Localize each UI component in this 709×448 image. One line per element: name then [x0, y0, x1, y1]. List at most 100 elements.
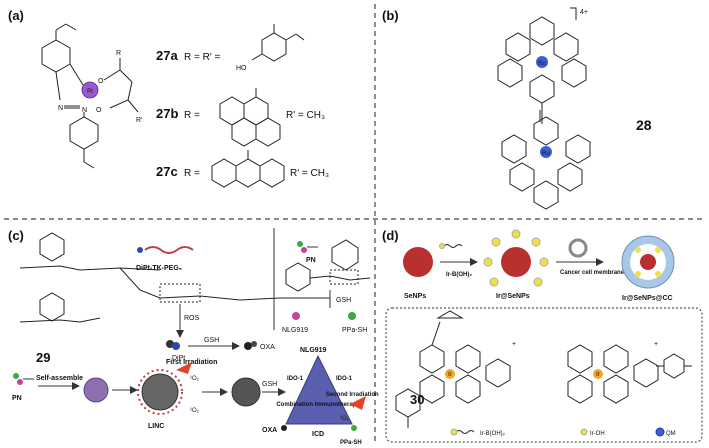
ir-metal-1	[445, 369, 455, 379]
ru-label-top: Ru	[538, 61, 546, 67]
dipt-label: DiPt	[172, 355, 185, 362]
compound-27c: 27c	[156, 164, 178, 179]
ru-metal-bottom	[540, 146, 552, 158]
ppa-sh-label-2: PPa-SH	[340, 440, 362, 446]
anthracene-group	[211, 150, 285, 188]
ido1-left: IDO-1	[287, 376, 304, 382]
oxa-label-1: OXA	[260, 344, 275, 351]
compound-28: 28	[636, 117, 652, 133]
gsh-label-3: GSH	[262, 381, 277, 388]
ros-label: ROS	[184, 315, 200, 322]
triangle-top-nlg919: NLG919	[300, 347, 327, 354]
oxa-sphere-1	[244, 342, 252, 350]
vinylphenol-ring	[261, 32, 287, 62]
phenyl-ring-top	[41, 39, 71, 73]
pn-sphere-pink	[301, 247, 307, 253]
panel-c: (c) DiPt-TK-PEG₅ ROS DiPt GSH OXA 29	[8, 228, 379, 446]
pn-bottom-label: PN	[12, 395, 22, 402]
ru-label-bottom: Ru	[542, 151, 550, 157]
ir-label-1: Ir	[448, 372, 452, 378]
r-text-27a: R = R' =	[184, 52, 221, 63]
o-bot-atom: O	[96, 107, 102, 114]
pn-sphere-green	[297, 241, 303, 247]
compound-30: 30	[410, 392, 424, 407]
r-text-27b: R =	[184, 110, 200, 121]
nlg919-sphere	[292, 312, 300, 320]
n1-atom: N	[58, 105, 63, 112]
first-irradiation-arrow	[176, 362, 192, 374]
qm-ring	[663, 353, 685, 379]
r-text-27c: R =	[184, 168, 200, 179]
panel-b-label: (b)	[382, 8, 399, 23]
pt-label: Pt	[87, 89, 93, 95]
rp-atom: R'	[136, 117, 142, 124]
singlet-oxygen-a: ¹O₂	[190, 376, 200, 382]
ir-senps-cc-particle	[621, 235, 675, 289]
ir-metal-2	[593, 369, 603, 379]
oxa-label-2: OXA	[262, 427, 277, 434]
linc-particle	[141, 373, 179, 411]
gsh-label-2: GSH	[336, 297, 351, 304]
immunotherapy-triangle	[285, 354, 353, 425]
ido1-right: IDO-1	[336, 376, 353, 382]
panel-c-label: (c)	[8, 228, 24, 243]
singlet-oxygen-c: ¹O₂	[340, 416, 350, 422]
nlg919-label: NLG919	[282, 327, 308, 334]
charge-2: +	[654, 341, 658, 348]
r2-text-27b: R' = CH₃	[286, 110, 325, 121]
pn-top-label: PN	[306, 257, 316, 264]
o-top-atom: O	[98, 78, 104, 85]
ir-senps-cc-label: Ir@SeNPs@CC	[622, 295, 673, 302]
senps-label: SeNPs	[404, 293, 426, 300]
n2-atom: N	[82, 107, 87, 114]
legend-qm: QM	[666, 431, 676, 437]
icd-label: ICD	[312, 431, 324, 438]
gsh-label-1: GSH	[204, 337, 219, 344]
pt-metal-center	[81, 81, 99, 99]
dipt-sphere-b	[172, 342, 180, 350]
legend-ir-oh: Ir-OH	[590, 431, 605, 437]
ir-senps-particle	[483, 229, 549, 287]
peg-polymer-line	[144, 246, 194, 254]
pyrene-group	[219, 88, 281, 147]
ir-senps-label: Ir@SeNPs	[496, 293, 530, 300]
panel-d: (d) SeNPs Ir-B(OH)₂ Ir@SeNPs Cancer cell…	[382, 228, 703, 443]
phenyl-ring-bottom	[69, 116, 99, 150]
panel-a: (a) Pt N N O O R R' 27a R = R' =	[8, 8, 329, 188]
ho-label: HO	[236, 65, 247, 72]
nanoparticle-2	[231, 377, 261, 407]
panel-b: (b) 4+ Ru Ru 28	[382, 7, 652, 210]
ru-metal-top	[536, 56, 548, 68]
self-assemble-label: Self-assemble	[36, 375, 83, 382]
linc-label: LINC	[148, 423, 164, 430]
second-irradiation-label: Second Irradiation	[326, 392, 379, 398]
compound-27b: 27b	[156, 106, 178, 121]
r-atom: R	[116, 50, 121, 57]
acac-ligand	[103, 69, 133, 109]
compound-29: 29	[36, 350, 50, 365]
cancer-label: Cancer cell membrane	[560, 270, 625, 276]
legend-ir-boh: Ir-B(OH)₂	[480, 431, 506, 437]
singlet-oxygen-b: ¹O₂	[190, 408, 200, 414]
membrane-icon	[568, 238, 588, 258]
ppa-sh-label: PPa-SH	[342, 327, 367, 334]
r2-text-27c: R' = CH₃	[290, 168, 329, 179]
peg-head	[137, 247, 143, 253]
dipt-tk-peg-structure	[19, 232, 330, 323]
compound-27a: 27a	[156, 48, 178, 63]
ppa-sh-sphere	[348, 312, 356, 320]
panel-d-label: (d)	[382, 228, 399, 243]
combination-label: Combination Immunotherapy	[276, 402, 360, 408]
charge-28: 4+	[580, 9, 588, 16]
senps-sphere	[403, 247, 433, 277]
nlg-ppa-structure	[285, 239, 371, 292]
ir-boh-label: Ir-B(OH)₂	[446, 272, 472, 278]
charge-1: +	[512, 341, 516, 348]
nanoparticle-1	[83, 377, 109, 403]
panel-a-label: (a)	[8, 8, 24, 23]
ir-label-2: Ir	[596, 372, 600, 378]
peg-label: DiPt-TK-PEG₅	[136, 265, 182, 272]
second-irradiation-arrow	[350, 396, 366, 410]
structure-box	[385, 307, 703, 443]
